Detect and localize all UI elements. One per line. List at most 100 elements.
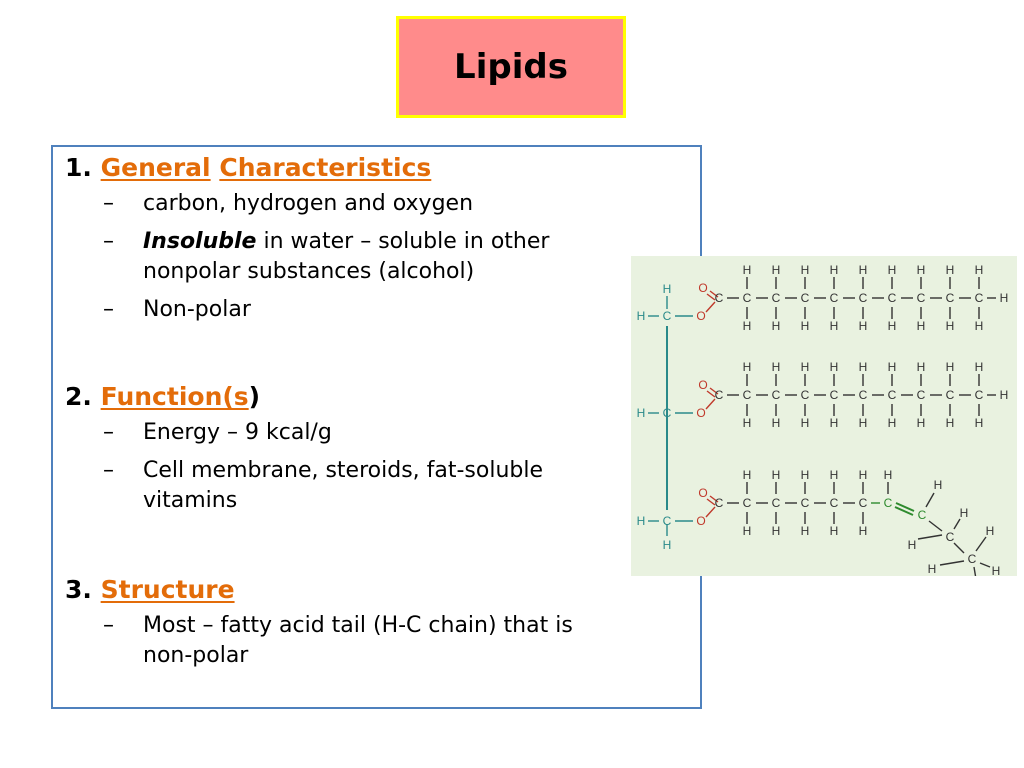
chain-hydrogen: H <box>772 263 781 277</box>
chain-carbon: C <box>859 496 868 510</box>
chain-hydrogen: H <box>888 360 897 374</box>
bullet-text: Energy – 9 kcal/g <box>143 420 332 445</box>
chain-hydrogen: H <box>859 524 868 538</box>
carboxyl-carbon: C <box>715 496 724 510</box>
chain-hydrogen: H <box>830 360 839 374</box>
chain-hydrogen: H <box>859 263 868 277</box>
chain-hydrogen: H <box>975 360 984 374</box>
chain-carbon: C <box>801 496 810 510</box>
bullet-text: carbon, hydrogen and oxygen <box>143 191 474 216</box>
glycerol-hydrogen: H <box>637 406 646 420</box>
heading-link-general[interactable]: General <box>100 153 211 182</box>
chain-hydrogen: H <box>917 319 926 333</box>
chain-hydrogen: H <box>830 524 839 538</box>
bullet-dash: – <box>103 420 114 445</box>
chain-carbon: C <box>917 291 926 305</box>
chain-hydrogen: H <box>772 360 781 374</box>
chain-hydrogen: H <box>859 468 868 482</box>
section-heading: 1. General Characteristics <box>65 151 613 185</box>
bond <box>979 562 991 568</box>
bond <box>953 542 965 554</box>
chain-hydrogen: H <box>986 524 995 538</box>
glycerol-hydrogen: H <box>663 538 672 552</box>
bullet-list: –carbon, hydrogen and oxygen –Insoluble … <box>65 189 613 325</box>
bullet-text: Most – fatty acid tail (H-C chain) that … <box>143 613 573 668</box>
bond <box>705 301 716 313</box>
glycerol-hydrogen: H <box>663 282 672 296</box>
chain-hydrogen: H <box>801 360 810 374</box>
bond <box>939 560 965 566</box>
list-item: – Energy – 9 kcal/g <box>65 418 613 448</box>
chain-hydrogen: H <box>772 468 781 482</box>
carboxyl-carbon: C <box>715 388 724 402</box>
section-number: 3. <box>65 575 92 604</box>
chain-hydrogen: H <box>772 416 781 430</box>
bond <box>917 534 943 540</box>
bond <box>925 492 935 508</box>
chain-hydrogen: H <box>801 468 810 482</box>
carboxyl-carbon: C <box>715 291 724 305</box>
unsaturated-carbon: C <box>884 496 893 510</box>
chain-hydrogen: H <box>830 468 839 482</box>
list-item: –Non-polar <box>65 295 613 325</box>
bullet-list: –Energy – 9 kcal/g –Cell membrane, stero… <box>65 418 613 516</box>
slide-title: Lipids <box>454 47 568 87</box>
bond <box>709 387 719 395</box>
bond <box>706 498 716 506</box>
chain-hydrogen: H <box>859 319 868 333</box>
section-general-characteristics: 1. General Characteristics –carbon, hydr… <box>65 151 613 333</box>
chain-hydrogen: H <box>859 416 868 430</box>
chain-carbon: C <box>946 388 955 402</box>
chain-carbon: C <box>801 388 810 402</box>
chain-hydrogen: H <box>743 263 752 277</box>
chain-carbon: C <box>968 552 977 566</box>
heading-link-structure[interactable]: Structure <box>100 575 235 604</box>
chain-hydrogen: H <box>772 524 781 538</box>
glycerol-hydrogen: H <box>637 309 646 323</box>
list-item: –Most – fatty acid tail (H-C chain) that… <box>65 611 613 671</box>
bond <box>894 506 914 516</box>
terminal-hydrogen: H <box>1000 291 1009 305</box>
chain-hydrogen: H <box>888 263 897 277</box>
heading-suffix: ) <box>248 382 261 411</box>
section-structure: 3. Structure –Most – fatty acid tail (H-… <box>65 573 613 679</box>
chain-hydrogen: H <box>946 319 955 333</box>
title-box: Lipids <box>396 16 626 118</box>
heading-link-functions[interactable]: Function(s <box>100 382 249 411</box>
section-heading: 3. Structure <box>65 573 613 607</box>
chain-hydrogen: H <box>888 416 897 430</box>
bond <box>706 390 716 398</box>
chain-carbon: C <box>888 388 897 402</box>
ester-oxygen: O <box>696 406 705 420</box>
bond <box>705 506 716 518</box>
chain-carbon: C <box>830 291 839 305</box>
list-item: –carbon, hydrogen and oxygen <box>65 189 613 219</box>
chain-hydrogen: H <box>801 524 810 538</box>
section-number: 2. <box>65 382 92 411</box>
bullet-dash: – <box>103 297 114 322</box>
heading-link-characteristics[interactable]: Characteristics <box>219 153 432 182</box>
chain-hydrogen: H <box>743 319 752 333</box>
glycerol-carbon: C <box>663 309 672 323</box>
chain-carbon: C <box>830 496 839 510</box>
chain-hydrogen: H <box>772 319 781 333</box>
glycerol-carbon: C <box>663 514 672 528</box>
chain-hydrogen: H <box>884 468 893 482</box>
chain-carbon: C <box>975 291 984 305</box>
content-box: 1. General Characteristics –carbon, hydr… <box>51 145 702 709</box>
chain-hydrogen: H <box>743 416 752 430</box>
chain-carbon: C <box>975 388 984 402</box>
bullet-list: –Most – fatty acid tail (H-C chain) that… <box>65 611 613 671</box>
chain-hydrogen: H <box>934 478 943 492</box>
bond <box>953 518 961 530</box>
chain-carbon: C <box>917 388 926 402</box>
bond <box>709 495 719 503</box>
chain-hydrogen: H <box>830 319 839 333</box>
chain-hydrogen: H <box>917 416 926 430</box>
chain-carbon: C <box>743 388 752 402</box>
chain-hydrogen: H <box>743 468 752 482</box>
chain-carbon: C <box>859 388 868 402</box>
glycerol-carbon: C <box>663 406 672 420</box>
bullet-emphasis: Insoluble <box>143 229 257 254</box>
